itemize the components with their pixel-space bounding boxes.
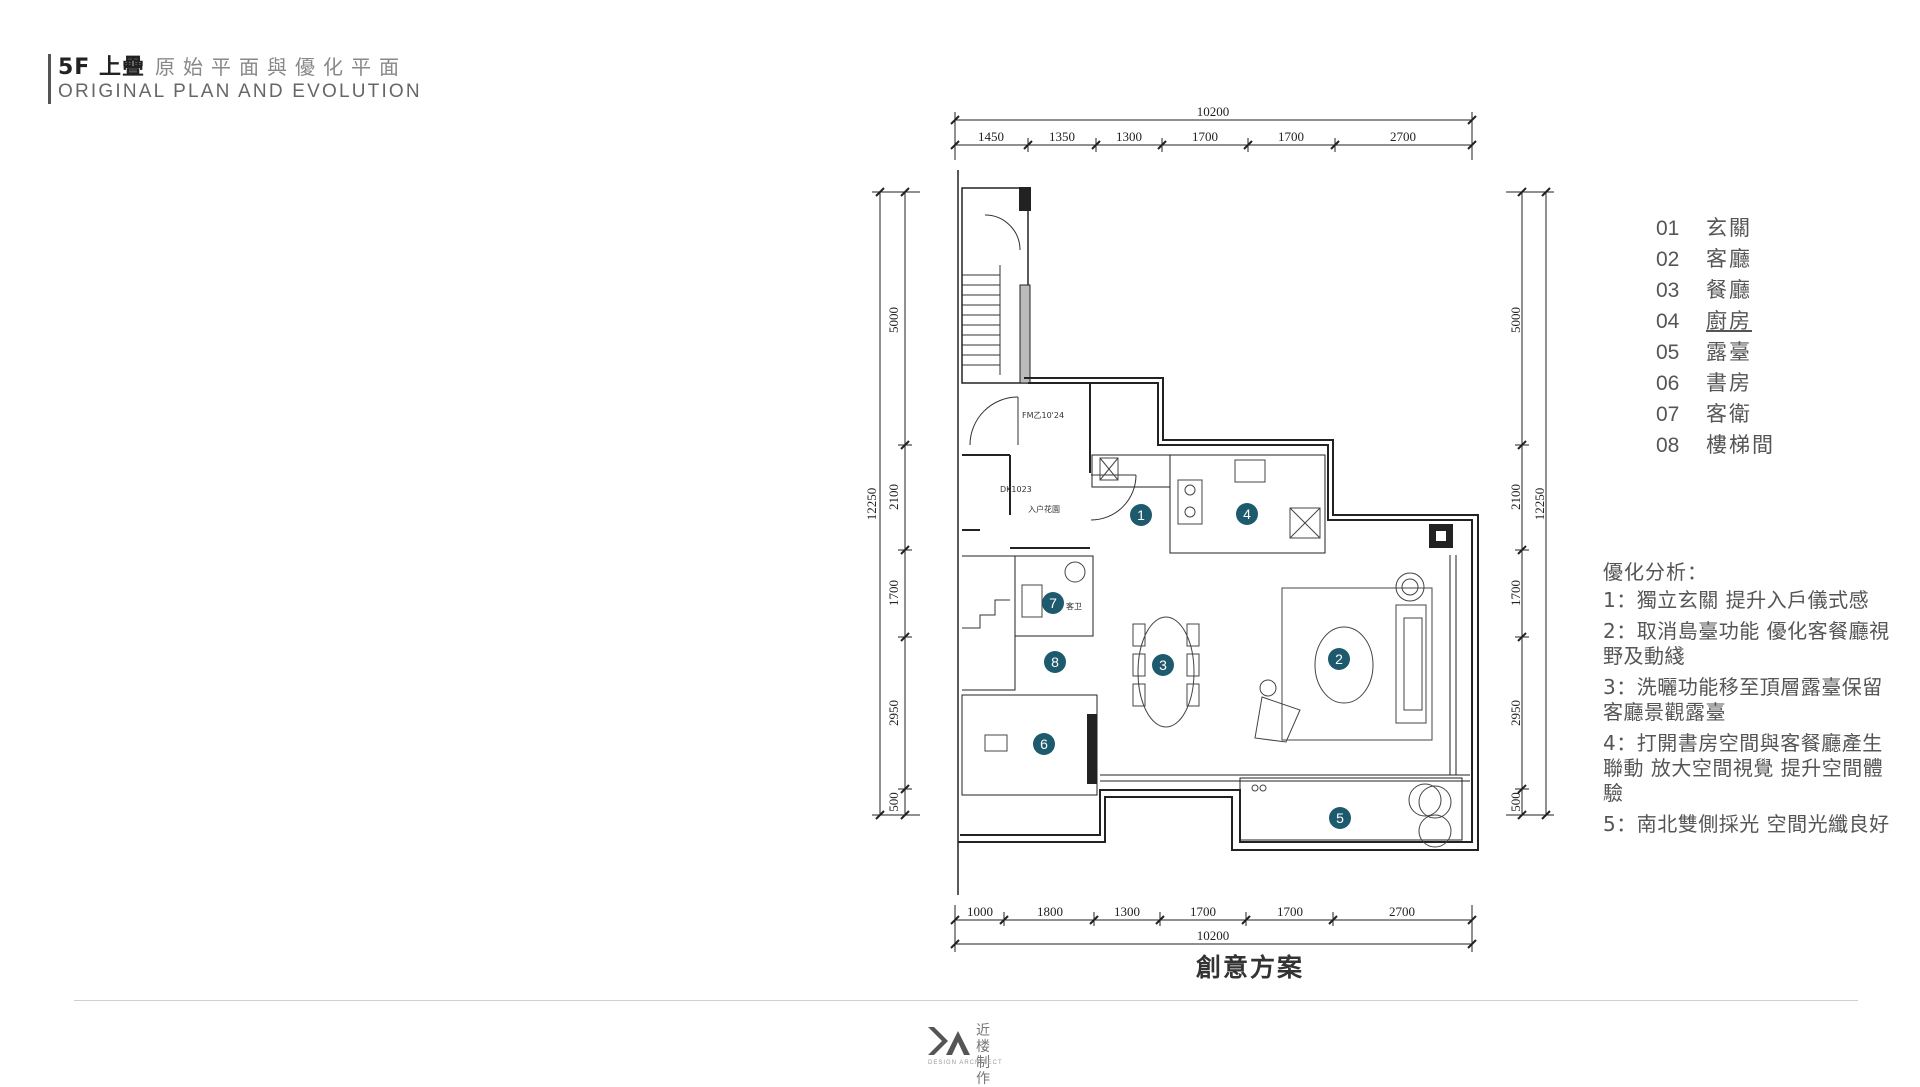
room-marker-1: 1 <box>1130 504 1152 526</box>
analysis-item: 3：洗曬功能移至頂層露臺保留客廳景觀露臺 <box>1603 675 1883 724</box>
dim-left-total: 12250 <box>864 488 879 521</box>
room-marker-7: 7 <box>1042 592 1064 614</box>
dim-top-5: 1700 <box>1278 129 1304 144</box>
svg-text:5: 5 <box>1336 810 1344 826</box>
brand-logo: 近楼制作 DESIGN ARCHITECT <box>928 1023 1028 1087</box>
dim-right-4: 2950 <box>1508 700 1523 726</box>
svg-text:4: 4 <box>1243 506 1251 522</box>
door-swings <box>969 214 1137 521</box>
dim-top-3: 1300 <box>1116 129 1142 144</box>
label-dk: DK1023 <box>1000 485 1032 494</box>
analysis-item: 2：取消島臺功能 優化客餐廳視野及動綫 <box>1603 619 1890 668</box>
dim-bottom-4: 1700 <box>1190 904 1216 919</box>
dim-left-4: 2950 <box>886 700 901 726</box>
dimension-right-ticks <box>1517 187 1551 820</box>
title-sub: 原始平面與優化平面 <box>155 55 407 79</box>
dim-top-2: 1350 <box>1049 129 1075 144</box>
dim-left-3: 1700 <box>886 580 901 606</box>
dim-bottom-6: 2700 <box>1389 904 1415 919</box>
furniture <box>984 457 1452 848</box>
dim-bottom-2: 1800 <box>1037 904 1063 919</box>
analysis-item: 1：獨立玄關 提升入戶儀式感 <box>1603 588 1870 612</box>
dim-left-1: 5000 <box>886 307 901 333</box>
dim-right-2: 2100 <box>1508 484 1523 510</box>
page-title: 5F 上疊原始平面與優化平面 <box>58 54 422 81</box>
svg-text:3: 3 <box>1159 657 1167 673</box>
dim-top-1: 1450 <box>978 129 1004 144</box>
dim-bottom-total: 10200 <box>1197 928 1230 943</box>
analysis-item: 5：南北雙側採光 空間光纖良好 <box>1603 812 1890 836</box>
label-guest-wc: 客卫 <box>1066 601 1082 611</box>
analysis-item: 4：打開書房空間與客餐廳產生聯動 放大空間視覺 提升空間體驗 <box>1603 731 1884 805</box>
svg-text:6: 6 <box>1040 736 1048 752</box>
dim-right-5: 500 <box>1508 792 1523 812</box>
label-door-fm: FM乙10'24 <box>1022 411 1064 420</box>
footer-divider <box>74 1000 1858 1001</box>
room-marker-2: 2 <box>1328 648 1350 670</box>
dim-right-1: 5000 <box>1508 307 1523 333</box>
analysis-heading: 優化分析： <box>1603 560 1708 584</box>
room-marker-8: 8 <box>1044 651 1066 673</box>
dim-bottom-1: 1000 <box>967 904 993 919</box>
dim-left-2: 2100 <box>886 484 901 510</box>
dim-left-5: 500 <box>886 792 901 812</box>
dim-top-total: 10200 <box>1197 104 1230 119</box>
header: 5F 上疊原始平面與優化平面 ORIGINAL PLAN AND EVOLUTI… <box>48 54 422 104</box>
walls <box>957 170 1479 895</box>
dim-top-6: 2700 <box>1390 129 1416 144</box>
svg-text:8: 8 <box>1051 654 1059 670</box>
logo-mark-icon <box>928 1027 970 1055</box>
logo-text-cn: 近楼制作 <box>976 1023 990 1087</box>
svg-text:1: 1 <box>1137 507 1145 523</box>
dim-bottom-5: 1700 <box>1277 904 1303 919</box>
room-marker-3: 3 <box>1152 654 1174 676</box>
stair-treads <box>962 265 1010 629</box>
room-marker-6: 6 <box>1033 733 1055 755</box>
title-bold: 5F 上疊 <box>58 55 145 80</box>
room-marker-4: 4 <box>1236 503 1258 525</box>
svg-text:2: 2 <box>1335 651 1343 667</box>
dimension-top-ticks <box>950 115 1477 150</box>
dim-top-4: 1700 <box>1192 129 1218 144</box>
title-english: ORIGINAL PLAN AND EVOLUTION <box>58 81 422 102</box>
logo-text-en: DESIGN ARCHITECT <box>928 1060 1003 1066</box>
dimension-bottom-ticks <box>950 915 1477 949</box>
dim-bottom-3: 1300 <box>1114 904 1140 919</box>
plan-caption: 創意方案 <box>1195 953 1304 982</box>
room-marker-5: 5 <box>1329 807 1351 829</box>
svg-text:7: 7 <box>1049 595 1057 611</box>
dim-right-total: 12250 <box>1532 488 1547 521</box>
dim-right-3: 1700 <box>1508 580 1523 606</box>
dimension-left-ticks <box>875 187 910 820</box>
optimization-analysis: 優化分析： 1：獨立玄關 提升入戶儀式感 2：取消島臺功能 優化客餐廳視野及動綫… <box>1603 560 1893 843</box>
label-entry-garden: 入户花園 <box>1028 504 1060 514</box>
